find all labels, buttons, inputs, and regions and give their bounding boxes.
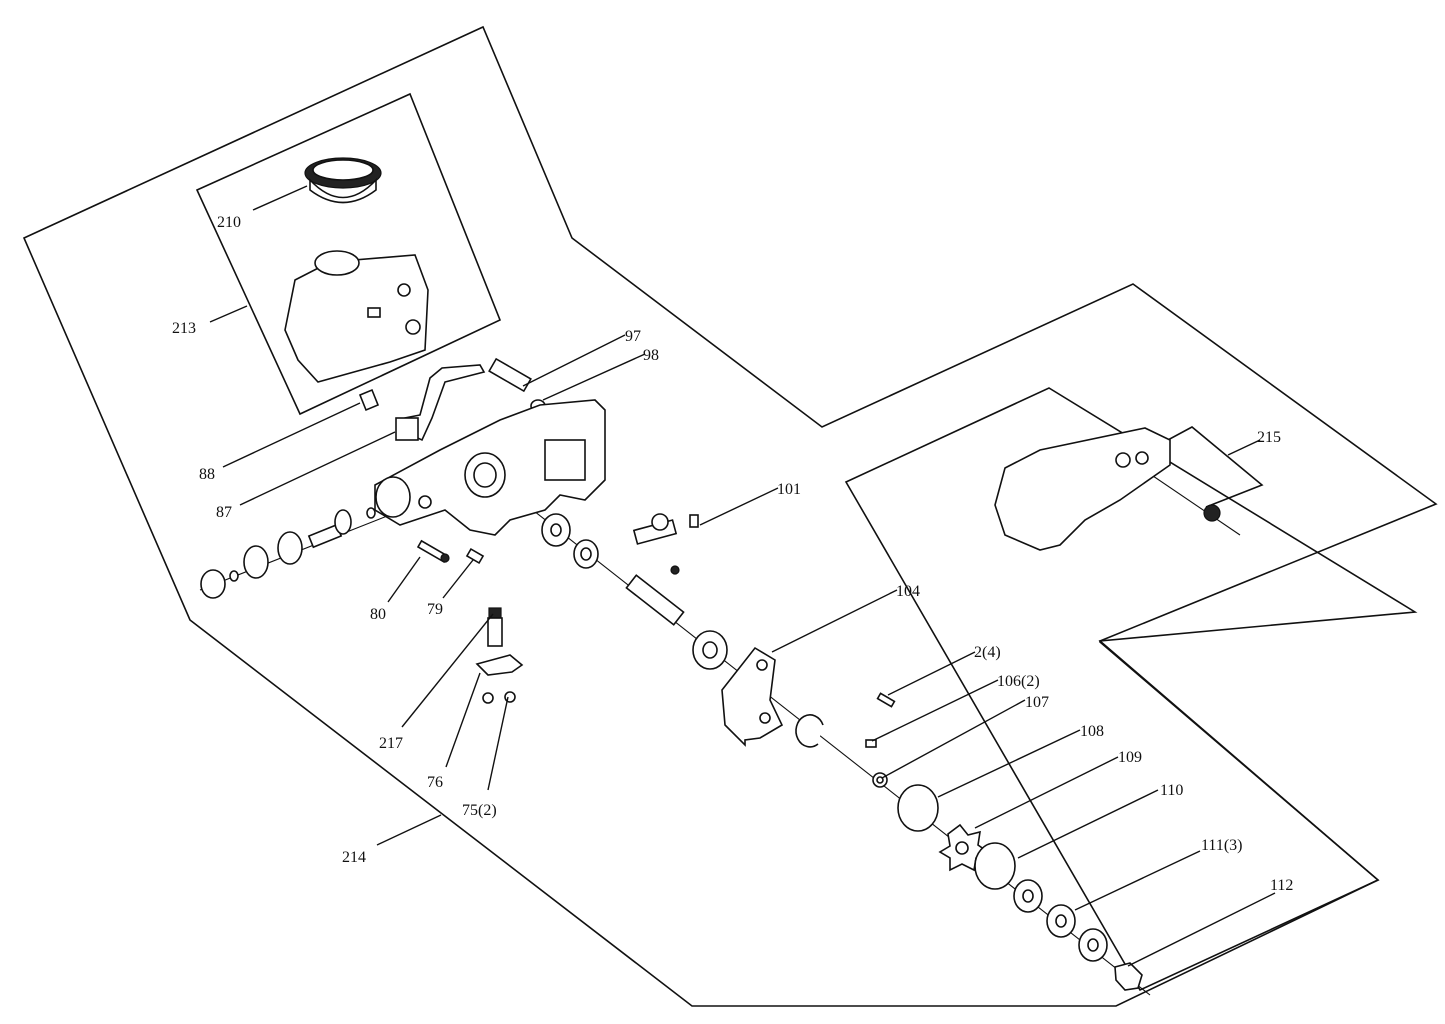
- callout-214: 214: [342, 849, 366, 866]
- callout-210: 210: [217, 214, 241, 231]
- callout-106: 106(2): [997, 673, 1040, 690]
- callout-76: 76: [427, 774, 443, 791]
- callout-213: 213: [172, 320, 196, 337]
- sprocket-part: [938, 823, 990, 872]
- leader-lines: [209, 185, 1276, 967]
- main-housing-part: [374, 399, 606, 536]
- callout-88: 88: [199, 466, 215, 483]
- axis-line-main: [519, 499, 1151, 996]
- callout-79: 79: [427, 601, 443, 618]
- assembly-214-boundary: [22, 25, 1438, 1007]
- assembly-215-boundary: [844, 387, 1418, 992]
- callout-107: 107: [1025, 694, 1049, 711]
- washers-part: [1013, 879, 1108, 962]
- retaining-ring-part: [795, 714, 824, 748]
- callout-98: 98: [643, 347, 659, 364]
- callout-109: 109: [1118, 749, 1142, 766]
- callout-2: 2(4): [974, 644, 1001, 661]
- callout-101: 101: [777, 481, 801, 498]
- callout-104: 104: [896, 583, 920, 600]
- outer-plate-part: [974, 842, 1016, 890]
- callout-217: 217: [379, 735, 403, 752]
- nut-part: [1114, 962, 1143, 991]
- callout-110: 110: [1160, 782, 1183, 799]
- bolt-screw-part: [416, 539, 485, 565]
- callout-97: 97: [625, 328, 641, 345]
- callout-80: 80: [370, 606, 386, 623]
- oil-pump-lever-part: [358, 364, 486, 442]
- left-shaft-bearings-part: [200, 507, 376, 599]
- callout-111: 111(3): [1201, 837, 1242, 854]
- callout-108: 108: [1080, 723, 1104, 740]
- bracket-part: [721, 646, 784, 747]
- oil-pump-part: [632, 513, 699, 575]
- callout-112: 112: [1270, 877, 1293, 894]
- chain-tensioner-part: [475, 607, 524, 704]
- callout-75: 75(2): [462, 802, 497, 819]
- assembly-213-boundary: [195, 92, 502, 416]
- main-shaft-bearings-part: [541, 513, 728, 670]
- inner-plate-part: [897, 784, 939, 832]
- callout-215: 215: [1257, 429, 1281, 446]
- callout-87: 87: [216, 504, 232, 521]
- oil-cap-part: [304, 157, 382, 204]
- oil-tank-part: [284, 250, 429, 383]
- sprocket-cover-part: [994, 427, 1221, 551]
- pin-washer-part: [488, 357, 546, 413]
